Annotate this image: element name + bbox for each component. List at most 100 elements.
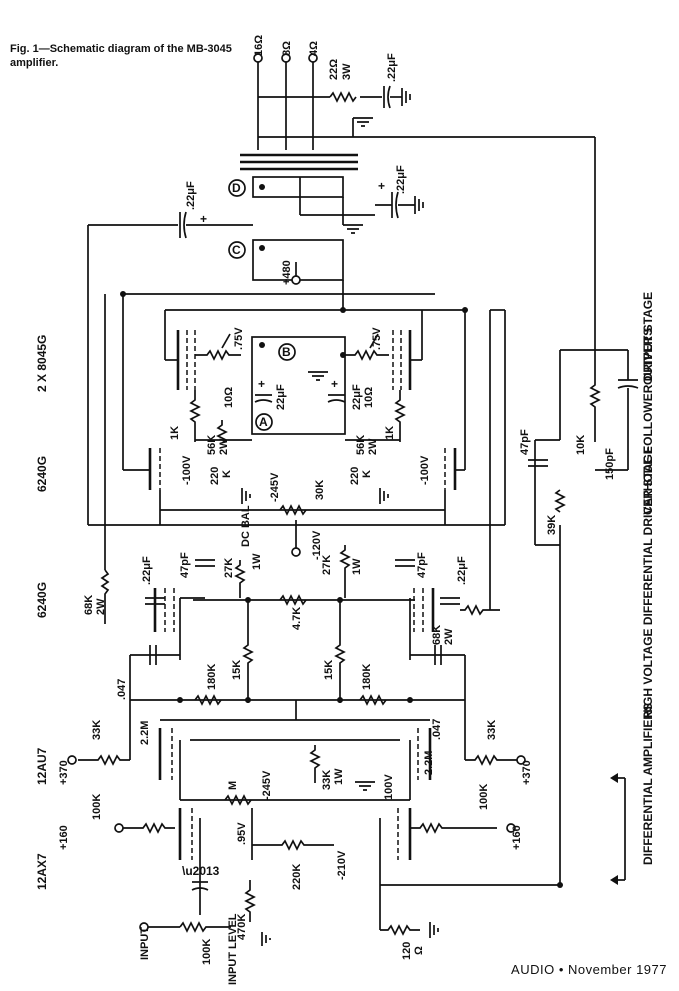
driver-tube-right: [409, 588, 435, 660]
label-ohm: Ω: [413, 946, 425, 955]
tube-label-12ax7: 12AX7: [35, 853, 49, 890]
resistor-33k-right: [465, 754, 517, 766]
dc-balance-pot[interactable]: [279, 504, 307, 516]
svg-text:+: +: [200, 212, 207, 226]
node-a-marker: [255, 413, 273, 431]
label-27k-right: 27K: [321, 555, 333, 575]
label-plus370-right: +370: [521, 760, 533, 785]
resistor-33k-1w: [309, 745, 321, 783]
label-047-right: .047: [431, 719, 443, 740]
label-27k-left: 27K: [223, 558, 235, 578]
figure-caption: Fig. 1—Schematic diagram of the MB-3045 …: [10, 43, 232, 69]
svg-text:\u2013: \u2013: [182, 864, 220, 878]
label-100v: 100V: [383, 774, 395, 800]
label-68k-left: 68K: [83, 595, 95, 615]
label-1w-mid: 1W: [333, 768, 345, 785]
label-15k-right: 15K: [323, 660, 335, 680]
resistor-220k: [252, 839, 334, 851]
label-k-left: K: [221, 470, 233, 478]
label-047-left: .047: [116, 679, 128, 700]
dc-bal-terminal[interactable]: [291, 547, 301, 557]
label-m245v-top: -245V: [269, 472, 281, 502]
supply-370-left[interactable]: [67, 755, 77, 765]
label-10k: 10K: [575, 435, 587, 455]
tube-label-8045g: 2 X 8045G: [35, 335, 49, 392]
page-footer: AUDIO • November 1977: [511, 962, 667, 977]
label-22uf-top: .22μF: [386, 53, 398, 82]
label-10-ohm-right: 10Ω: [363, 387, 375, 408]
label-220k: 220K: [291, 864, 303, 890]
label-3w: 3W: [341, 63, 353, 80]
label-100k-right: 100K: [478, 784, 490, 810]
resistor-15k-left: [242, 600, 254, 703]
tube-label-6240g-follower: 6240G: [35, 456, 49, 492]
label-15k-left: 15K: [231, 660, 243, 680]
label-m245v-mid: -245V: [261, 770, 273, 800]
resistor-120-ohm: [380, 924, 420, 936]
label-m100v-right: -100V: [419, 455, 431, 485]
label-input: INPUT: [139, 927, 151, 960]
label-m: M: [227, 781, 239, 790]
label-m120v: -120V: [311, 530, 323, 560]
input-level-pot[interactable]: [179, 921, 231, 933]
node-d-label: D: [232, 181, 241, 195]
stage-label-differential: DIFFERENTIAL AMPLIFIERS: [641, 703, 655, 865]
input-terminal[interactable]: [139, 922, 149, 932]
label-33k-right: 33K: [486, 720, 498, 740]
stage-label-output: OUTPUT STAGE: [641, 292, 655, 385]
bias-network-box: [251, 336, 346, 435]
label-100k-left: 100K: [91, 794, 103, 820]
label-22uf-out: .22μF: [395, 165, 407, 194]
label-47pf-right: 47pF: [416, 552, 428, 578]
resistor-1k-right: [394, 390, 406, 442]
label-10-ohm-left: 10Ω: [223, 387, 235, 408]
resistor-180k-left: [194, 694, 222, 706]
stage-label-hv-driver: HIGH VOLTAGE DIFFERENTIAL DRIVER STAGE: [641, 446, 655, 718]
label-plus370-left: +370: [58, 760, 70, 785]
stage-label-cathode-follower: CATHODE FOLLOWER DRIVERS: [641, 328, 655, 515]
resistor-m: [224, 794, 252, 806]
label-100k-input: 100K: [201, 939, 213, 965]
resistor-27k-left: [234, 560, 246, 598]
label-22m-left: 2.2M: [139, 721, 151, 745]
svg-text:+: +: [331, 377, 338, 391]
screen-resistor-right: [343, 349, 389, 361]
resistor-33k-left: [78, 754, 130, 766]
label-dc-bal: DC BAL: [240, 505, 252, 547]
label-22uf-drv-left: .22μF: [141, 556, 153, 585]
label-2w-68k-right: 2W: [443, 628, 455, 645]
supply-160-left[interactable]: [114, 823, 124, 833]
ground-symbol: [401, 88, 411, 106]
resistor-100k-right: [410, 822, 497, 834]
node-b-marker: [278, 343, 296, 361]
resistor-56k-left: [216, 420, 228, 444]
tube-12au7-right: [409, 728, 432, 800]
label-47k: 4.7K: [291, 607, 303, 630]
tube-label-12au7: 12AU7: [35, 747, 49, 785]
label-22uf-a: 22μF: [275, 384, 287, 410]
node-c-label: C: [232, 243, 241, 257]
label-33k-mid: 33K: [321, 770, 333, 790]
tube-12au7-left: [158, 728, 181, 800]
screen-resistor-left: [195, 349, 241, 361]
label-22-ohm: 22Ω: [328, 59, 340, 80]
label-47pf-left: 47pF: [179, 552, 191, 578]
resistor-100k-left: [123, 822, 175, 834]
resistor-47k: [279, 594, 307, 606]
label-k-right: K: [361, 470, 373, 478]
label-16-ohm: 16Ω: [253, 35, 265, 56]
supply-480-terminal[interactable]: [291, 275, 301, 285]
node-a-label: A: [259, 415, 268, 429]
label-1k-right: 1K: [384, 426, 396, 440]
tube-12ax7-right: [379, 808, 412, 880]
label-075v-left: .75V: [233, 327, 245, 350]
zobel-resistor: [329, 91, 357, 103]
label-180k-left: 180K: [206, 664, 218, 690]
label-33k-left: 33K: [91, 720, 103, 740]
resistor-39k: [554, 489, 566, 513]
label-input-level-1: INPUT LEVEL: [227, 913, 239, 985]
supply-160-right[interactable]: [506, 823, 516, 833]
supply-370-right[interactable]: [516, 755, 526, 765]
output-terminals: [253, 53, 318, 150]
